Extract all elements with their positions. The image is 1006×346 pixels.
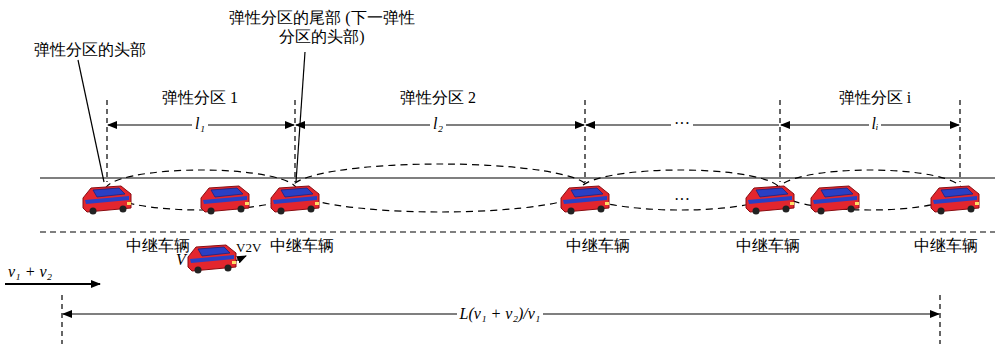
dimension-lines	[63, 125, 959, 314]
cars	[83, 186, 979, 274]
car	[931, 186, 979, 215]
label: 中继车辆	[736, 236, 800, 255]
speed-arrow	[5, 283, 100, 285]
label: 弹性分区的头部	[34, 40, 146, 59]
road-edge	[40, 177, 995, 178]
label: 中继车辆	[914, 236, 978, 255]
partition-ticks	[62, 100, 960, 344]
car	[271, 186, 319, 215]
label: 弹性分区的尾部 (下一弹性分区的头部)	[222, 8, 422, 46]
label: l₂	[430, 114, 446, 133]
label: 弹性分区 1	[162, 88, 238, 107]
car	[811, 186, 859, 215]
label: V2V	[236, 240, 261, 256]
lane-line	[40, 231, 995, 232]
label: l₁	[192, 114, 208, 133]
label: ···	[674, 190, 690, 209]
car	[561, 186, 609, 215]
coverage-ellipses	[105, 164, 962, 212]
label: 中继车辆	[270, 236, 334, 255]
label: v₁ + v₂	[8, 262, 52, 281]
leader-line	[296, 52, 305, 182]
car	[201, 186, 249, 215]
car	[83, 186, 131, 215]
label: V	[176, 250, 186, 269]
label: L(v₁ + v₂)/v₁	[457, 304, 544, 323]
label: 弹性分区 i	[839, 88, 911, 107]
label: 中继车辆	[566, 236, 630, 255]
label: ···	[671, 114, 693, 133]
leader-line	[78, 60, 104, 182]
car	[746, 186, 794, 215]
label: lᵢ	[869, 114, 882, 133]
label: 弹性分区 2	[400, 88, 476, 107]
car	[188, 245, 236, 274]
